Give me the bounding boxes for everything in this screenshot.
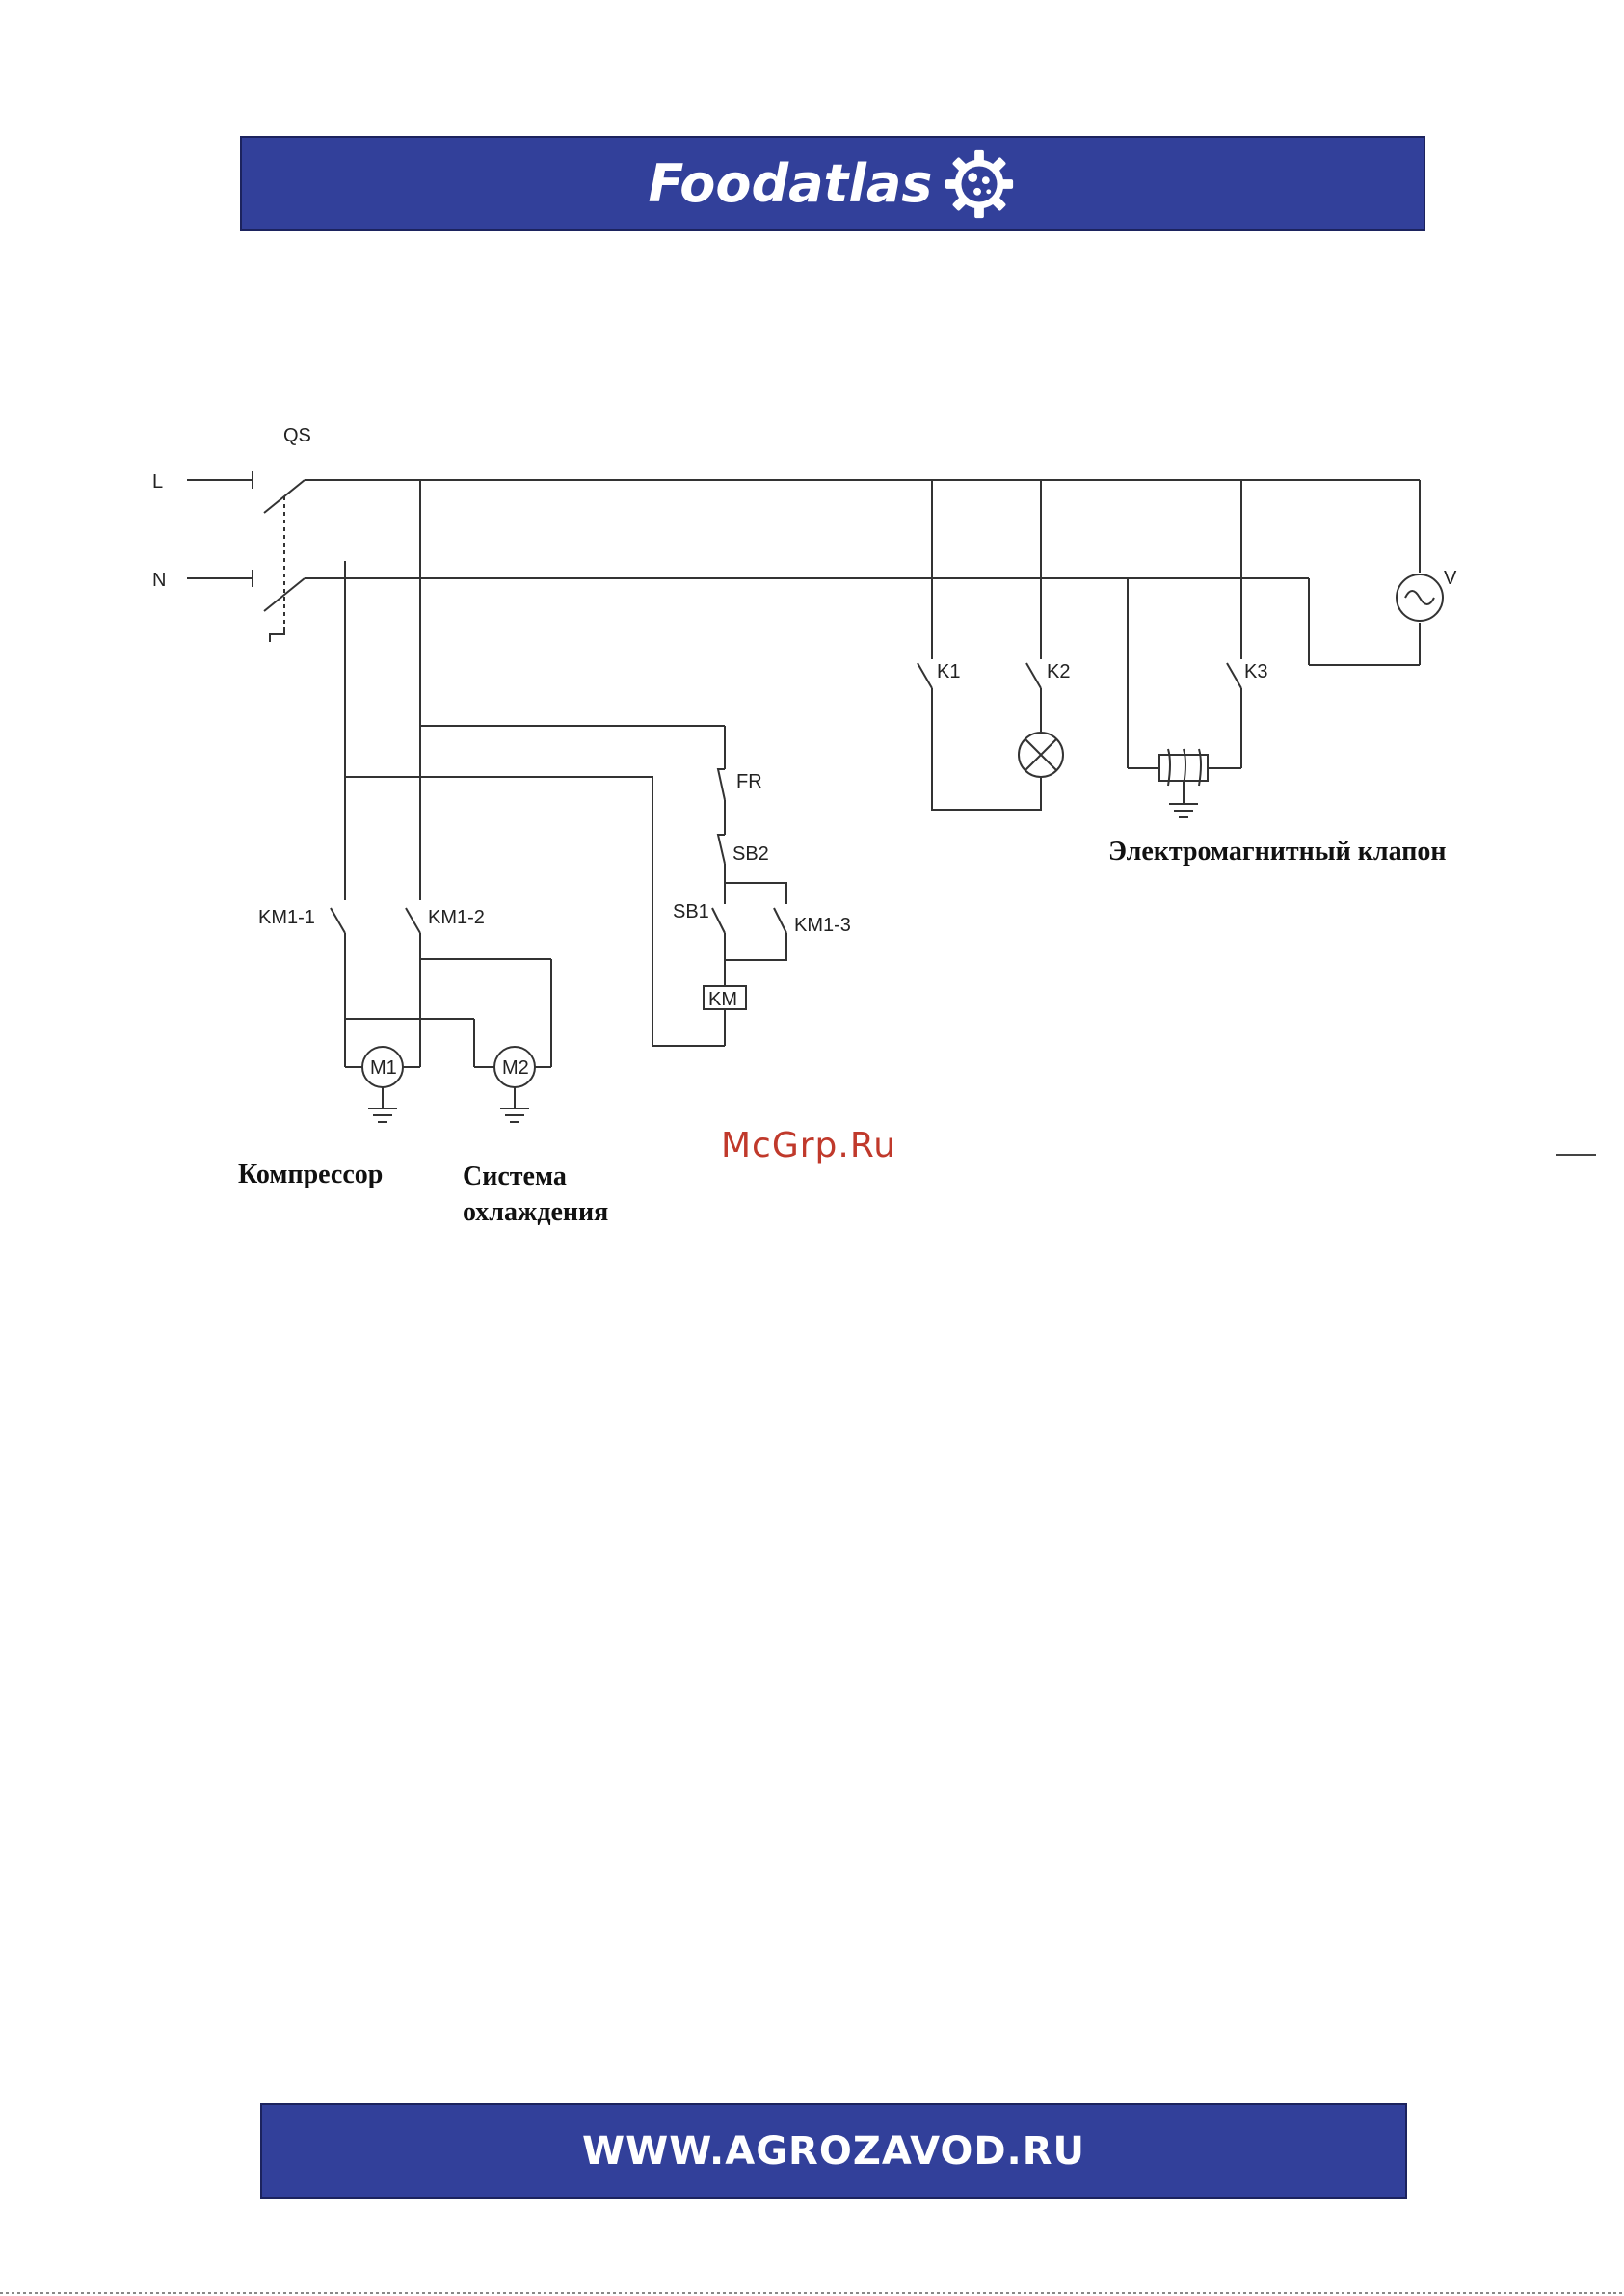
caption-compressor: Компрессор	[238, 1160, 383, 1189]
label-l: L	[152, 471, 163, 493]
circuit-diagram: L N QS K1 K2 K3 KM1-1 KM1-2 KM1-3 FR SB2…	[0, 0, 1624, 1272]
label-m1: M1	[370, 1057, 397, 1079]
km1-2-contact	[406, 908, 420, 933]
label-k2: K2	[1047, 661, 1070, 682]
coil-return-n	[345, 777, 725, 1046]
k2-contact	[1026, 663, 1041, 688]
label-n: N	[152, 570, 166, 591]
km1-3-bypass-top	[725, 883, 786, 904]
caption-cooling-1: Система	[463, 1161, 567, 1191]
label-k1: K1	[937, 661, 960, 682]
watermark-text: McGrp.Ru	[721, 1126, 896, 1165]
k1-output	[932, 688, 1041, 810]
label-k3: K3	[1244, 661, 1267, 682]
km1-1-contact	[331, 908, 345, 933]
margin-dash	[1556, 1154, 1596, 1156]
label-km-coil: KM	[708, 989, 737, 1010]
footer-banner: WWW.AGROZAVOD.RU	[260, 2103, 1407, 2199]
qs-handle	[270, 627, 284, 642]
label-sb1: SB1	[673, 901, 709, 922]
label-qs: QS	[283, 425, 311, 446]
label-km1-2: KM1-2	[428, 907, 485, 928]
k3-contact	[1227, 663, 1241, 688]
label-km1-1: KM1-1	[258, 907, 315, 928]
sb2-contact	[718, 835, 725, 864]
sb1-contact	[712, 908, 725, 933]
km1-3-contact	[774, 908, 786, 933]
km1-3-bypass-bottom	[725, 933, 786, 960]
label-km1-3: KM1-3	[794, 915, 851, 936]
fr-contact	[718, 769, 725, 800]
bottom-dotted-line	[0, 2292, 1624, 2294]
caption-valve: Электромагнитный клапон	[1108, 837, 1447, 867]
label-m2: M2	[502, 1057, 529, 1079]
label-sb2: SB2	[732, 843, 769, 865]
caption-cooling-2: охлаждения	[463, 1197, 608, 1227]
label-voltmeter: V	[1444, 568, 1457, 589]
label-fr: FR	[736, 771, 762, 792]
footer-url: WWW.AGROZAVOD.RU	[582, 2129, 1085, 2174]
k1-contact	[918, 663, 932, 688]
voltmeter-sine	[1405, 591, 1434, 604]
